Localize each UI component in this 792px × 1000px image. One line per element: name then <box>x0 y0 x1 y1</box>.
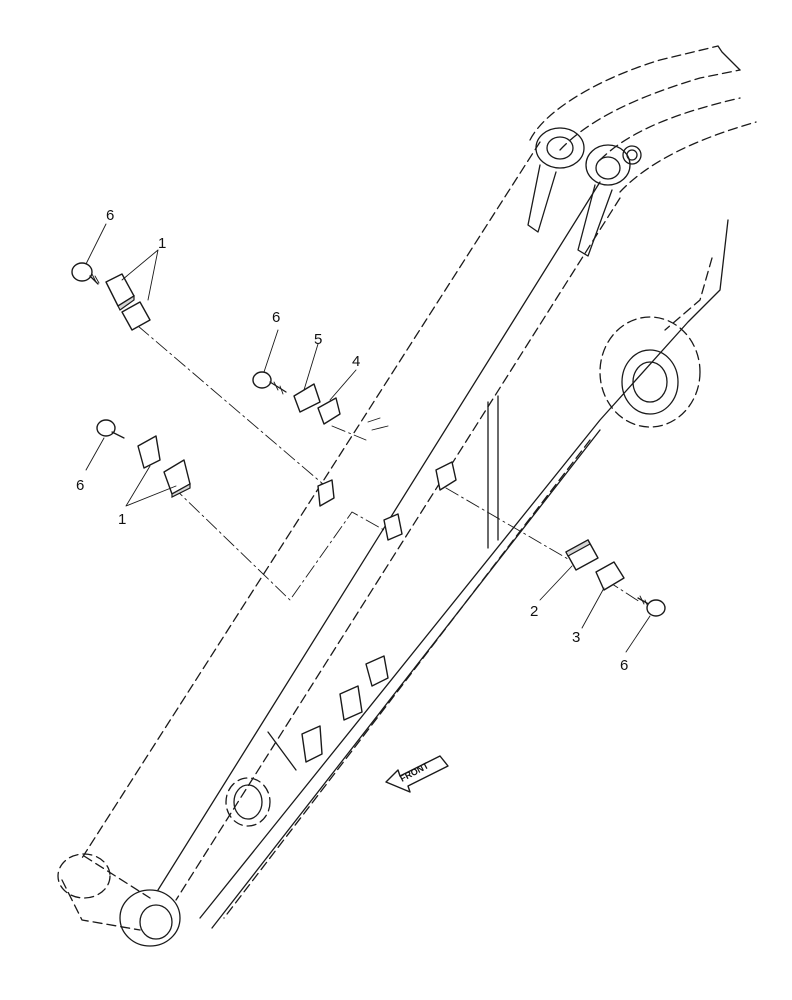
bolt-icon <box>252 371 287 395</box>
front-direction-arrow: FRONT <box>385 755 449 793</box>
callout-6-left-middle: 6 <box>76 477 84 494</box>
clamp-set-right <box>565 539 666 617</box>
routing-lines <box>137 325 641 603</box>
callout-6-top-left: 6 <box>106 207 114 224</box>
callout-4-center: 4 <box>352 353 360 370</box>
callout-3-right: 3 <box>572 629 580 646</box>
callout-labels: 6 1 6 5 4 6 1 2 3 6 <box>76 207 628 674</box>
boom-arm <box>57 45 757 947</box>
callout-6-center: 6 <box>272 309 280 326</box>
bolt-icon <box>637 595 666 617</box>
callout-6-right: 6 <box>620 657 628 674</box>
callout-1-left-middle: 1 <box>118 511 126 528</box>
callout-5-center: 5 <box>314 331 322 348</box>
callout-leaders <box>85 223 651 653</box>
clamp-set-left-middle <box>96 419 191 498</box>
callout-1-top-left: 1 <box>158 235 166 252</box>
mounted-clamps <box>301 417 457 763</box>
clamp-set-center <box>252 371 341 425</box>
bolt-icon <box>71 262 100 285</box>
clamp-set-top-left <box>71 262 151 331</box>
callout-2-right: 2 <box>530 603 538 620</box>
bolt-icon <box>96 419 125 439</box>
